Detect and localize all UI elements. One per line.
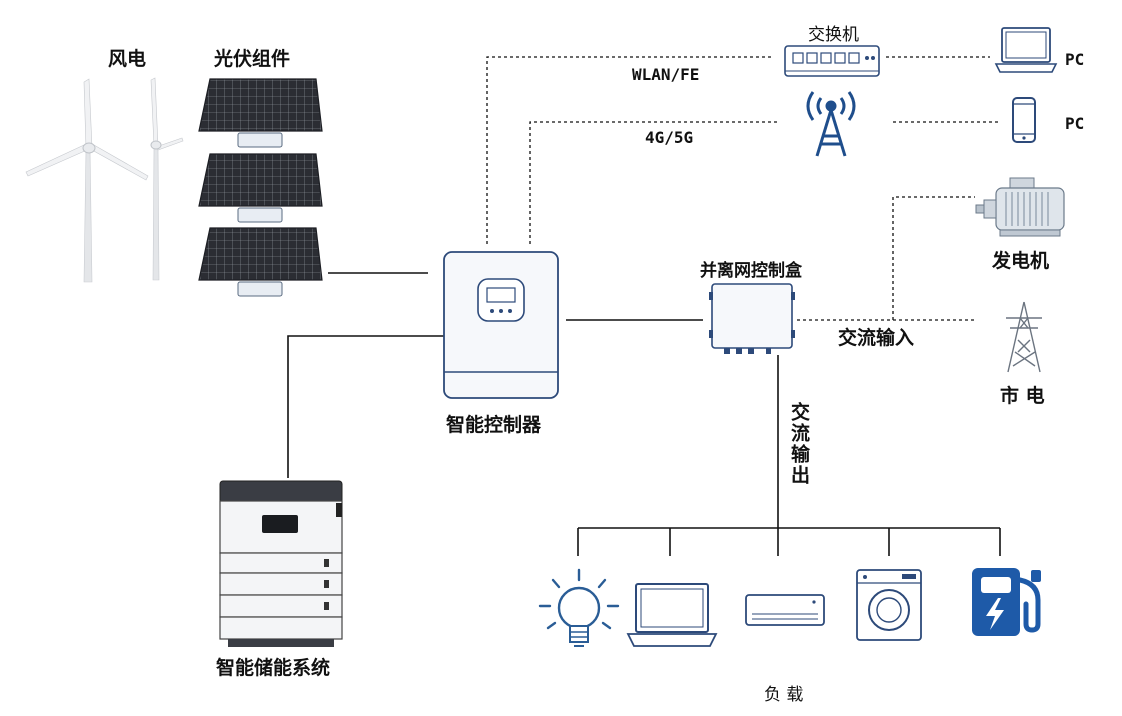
laptop-icon	[994, 27, 1058, 73]
solid-connections	[287, 272, 1001, 556]
air-conditioner-icon	[745, 594, 825, 626]
washing-machine-icon	[856, 569, 922, 641]
pv-label: 光伏组件	[214, 48, 291, 70]
storage-label: 智能储能系统	[216, 657, 331, 679]
load-label: 负 载	[764, 685, 804, 705]
controller-label: 智能控制器	[446, 414, 542, 436]
wind-label: 风电	[108, 48, 147, 70]
grid-box-label: 并离网控制盒	[700, 261, 802, 281]
battery-stack-icon	[219, 480, 343, 647]
ac-input-label: 交流输入	[838, 327, 915, 349]
dashed-connections	[486, 56, 998, 321]
smartphone-icon	[1012, 97, 1036, 143]
inverter-icon	[443, 251, 559, 399]
wind-turbine-icon	[25, 77, 184, 283]
switch-label: 交换机	[808, 25, 859, 45]
network-switch-icon	[784, 45, 880, 77]
laptop-icon	[626, 583, 718, 647]
ac-output-label: 交流输出	[788, 402, 810, 486]
light-bulb-icon	[538, 568, 620, 647]
cell-tower-icon	[806, 91, 856, 157]
pc-laptop-label: PC	[1065, 50, 1085, 69]
pc-phone-label: PC	[1065, 114, 1085, 133]
power-pylon-icon	[1006, 301, 1042, 373]
cellular-label: 4G/5G	[645, 128, 694, 147]
generator-icon	[975, 177, 1065, 237]
solar-panel-icon	[198, 78, 323, 297]
control-box-icon	[709, 283, 795, 354]
wlan-label: WLAN/FE	[632, 65, 700, 84]
utility-label: 市 电	[1000, 385, 1045, 407]
generator-label: 发电机	[992, 250, 1050, 272]
ev-charger-icon	[972, 568, 1041, 636]
